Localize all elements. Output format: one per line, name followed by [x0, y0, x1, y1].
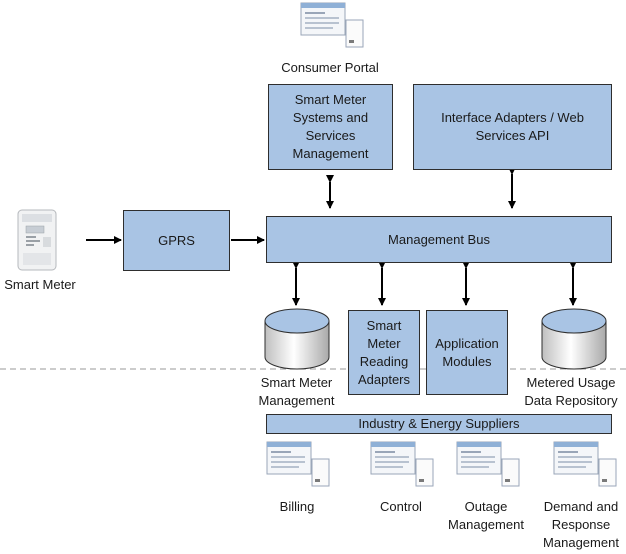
outage-icon [456, 441, 520, 487]
smart-meter-label: Smart Meter [4, 277, 76, 292]
billing-icon [266, 441, 330, 487]
gprs-box: GPRS [123, 210, 230, 271]
demand-response-label: Demand and Response Management [543, 499, 619, 550]
billing-label: Billing [279, 499, 315, 514]
smart-meter-systems-label: Smart Meter Systems and Services Managem… [292, 92, 369, 161]
management-bus-label: Management Bus [388, 231, 490, 247]
metered-usage-database-icon [541, 308, 607, 370]
consumer-portal-icon [300, 2, 364, 48]
application-modules-box: Application Modules [426, 310, 508, 395]
industry-suppliers-label: Industry & Energy Suppliers [358, 416, 520, 431]
smart-meter-systems-box: Smart Meter Systems and Services Managem… [268, 84, 393, 170]
industry-suppliers-box: Industry & Energy Suppliers [266, 414, 612, 434]
application-modules-label: Application Modules [435, 335, 499, 369]
control-icon [370, 441, 434, 487]
interface-adapters-box: Interface Adapters / Web Services API [413, 84, 612, 170]
smart-meter-device-icon [17, 209, 57, 271]
consumer-portal-label: Consumer Portal [281, 60, 379, 75]
gprs-label: GPRS [158, 232, 195, 248]
outage-management-label: Outage Management [448, 499, 524, 532]
smart-meter-management-label: Smart Meter Management [258, 375, 335, 408]
demand-response-icon [553, 441, 617, 487]
reading-adapters-box: Smart Meter Reading Adapters [348, 310, 420, 395]
smart-meter-database-icon [264, 308, 330, 370]
reading-adapters-label: Smart Meter Reading Adapters [357, 317, 411, 387]
control-label: Control [380, 499, 422, 514]
metered-usage-label: Metered Usage Data Repository [524, 375, 618, 408]
interface-adapters-label: Interface Adapters / Web Services API [441, 110, 584, 143]
management-bus-box: Management Bus [266, 216, 612, 263]
